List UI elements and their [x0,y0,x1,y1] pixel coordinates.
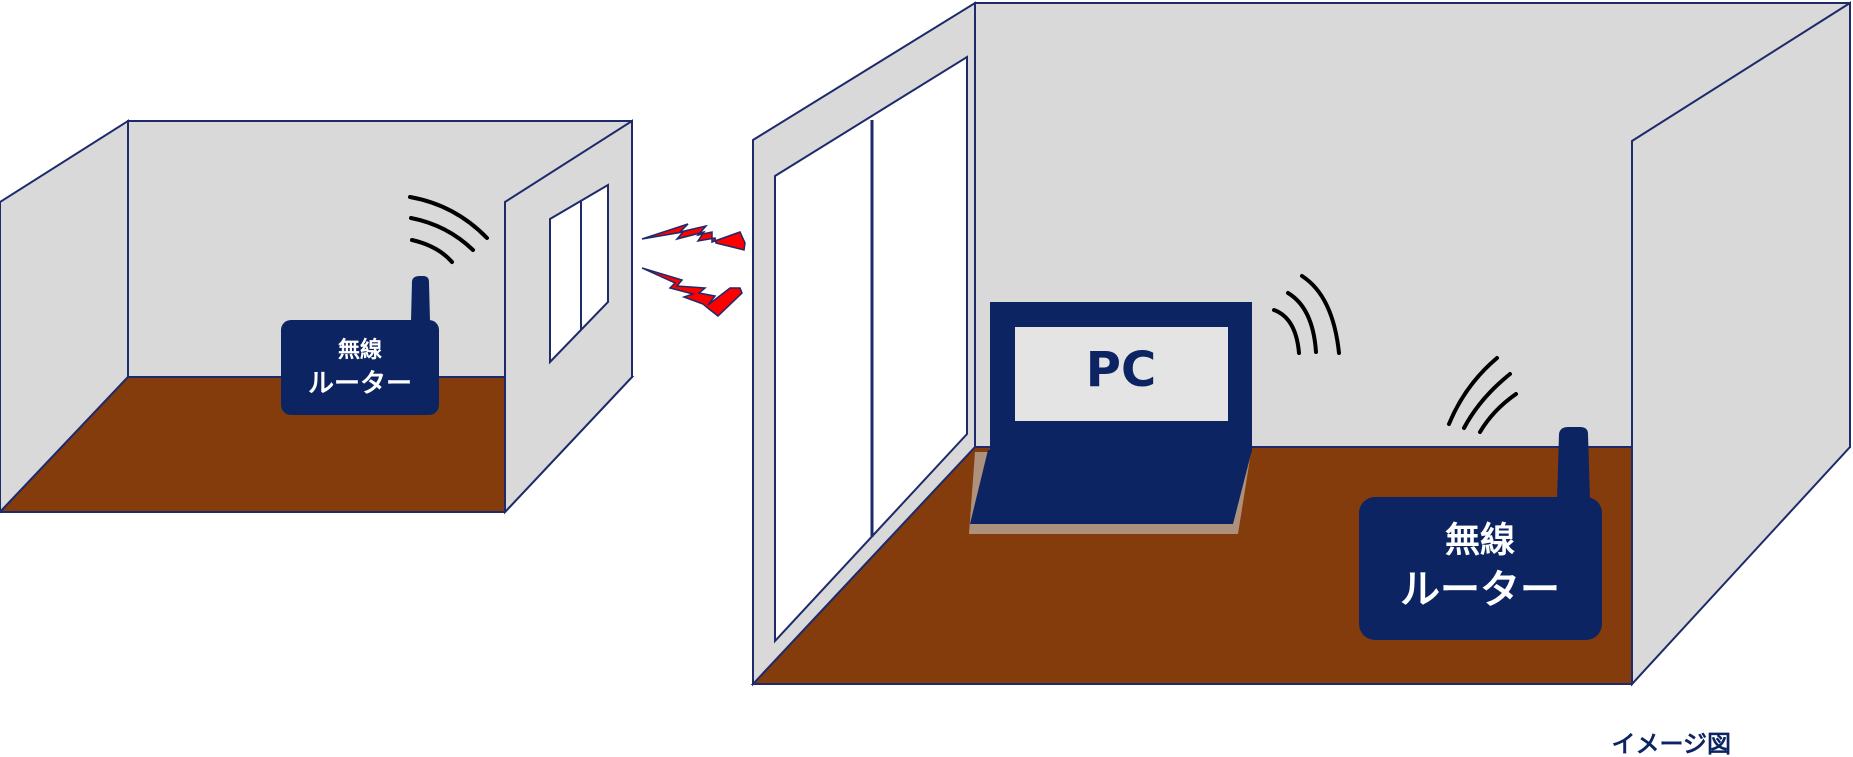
laptop-screen [1015,327,1228,421]
large-router-body [1359,497,1602,640]
large-room: PC 無線 ルーター [750,1,1851,687]
large-router-wifi-icon [1447,356,1518,434]
small-room-window [549,183,609,365]
laptop-keyboard [970,450,1252,524]
small-room: 無線 ルーター [0,119,635,515]
small-router: 無線 ルーター [281,195,489,415]
caption: イメージ図 [1611,730,1731,757]
large-router-label-line1: 無線 [1445,521,1515,561]
large-router-label-line2: ルーター [1400,567,1560,613]
small-router-label-line1: 無線 [338,337,382,363]
large-router-antenna [1557,427,1590,500]
pc-label: PC [1086,342,1156,398]
laptop-wifi-icon [1272,274,1341,355]
small-router-wifi-icon [408,195,489,264]
small-router-body [281,320,439,415]
small-router-antenna [411,276,430,321]
signal-bolt-icon [641,223,746,251]
signal-bolt-icon [641,267,743,317]
small-router-label-line2: ルーター [308,369,412,399]
large-room-right-wall [1631,1,1851,687]
laptop: PC [969,302,1252,534]
large-router: 無線 ルーター [1359,356,1602,640]
